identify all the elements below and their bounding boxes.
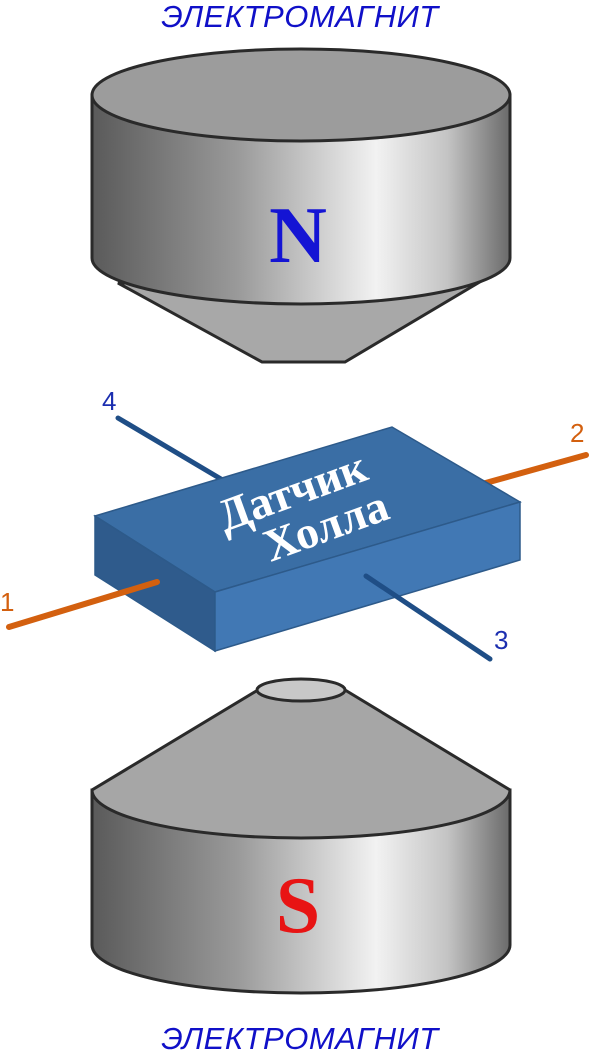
bottom-magnet-cone [90, 688, 512, 840]
top-caption: ЭЛЕКТРОМАГНИТ [161, 0, 440, 34]
lead-label-3: 3 [494, 625, 508, 655]
hall-sensor: Датчик Холла [93, 426, 522, 653]
lead-label-1: 1 [0, 587, 14, 617]
lead-label-4: 4 [102, 386, 116, 416]
south-pole-label: S [276, 862, 321, 950]
lead-2-wire [479, 452, 589, 487]
top-magnet-body [90, 93, 512, 306]
bottom-magnet-body [90, 788, 512, 995]
top-magnet-top-face [90, 47, 512, 143]
north-pole-label: N [269, 192, 327, 280]
bottom-magnet-tip [255, 677, 347, 703]
lead-1-wire [6, 579, 160, 630]
lead-3-wire [363, 573, 493, 662]
bottom-caption: ЭЛЕКТРОМАГНИТ [161, 1021, 440, 1056]
top-electromagnet: N [90, 47, 512, 364]
lead-label-2: 2 [570, 418, 584, 448]
lead-4-wire [115, 415, 229, 485]
bottom-electromagnet: S [90, 677, 512, 995]
